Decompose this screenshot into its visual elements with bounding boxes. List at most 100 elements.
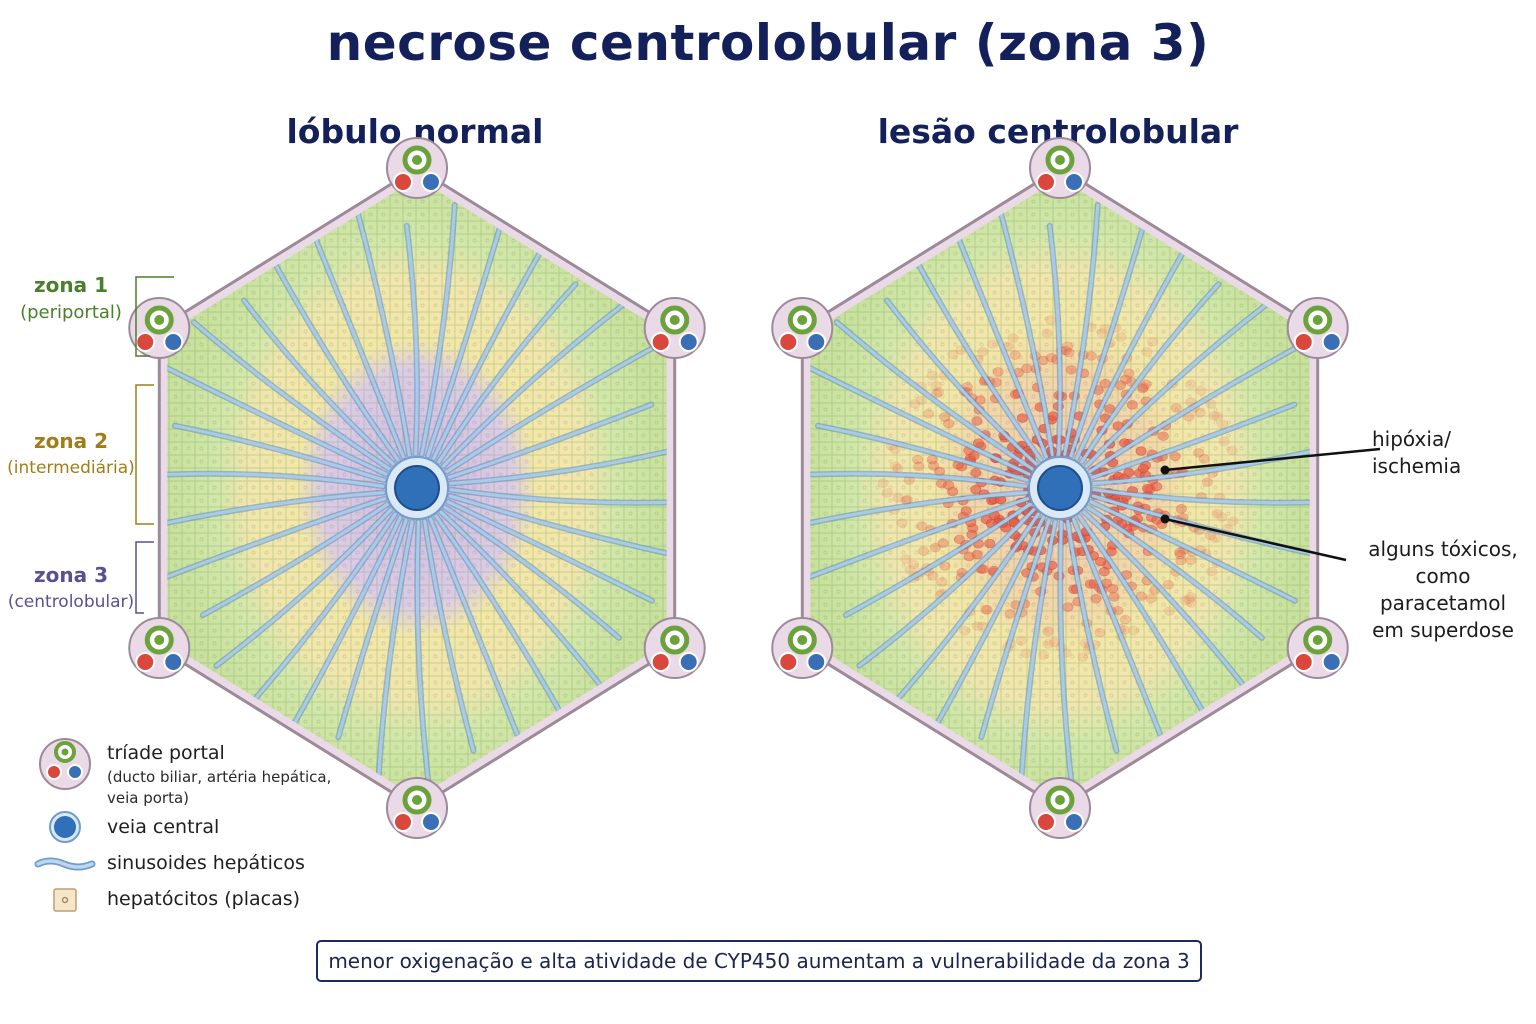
legend-hepatocytes-label: hepatócitos (placas): [107, 888, 301, 910]
legend-sinusoids-label: sinusoides hepáticos: [107, 852, 305, 874]
sinusoid-lumen: [167, 497, 387, 581]
hepatic-artery: [650, 332, 671, 352]
sinusoid-lumen: [1084, 299, 1273, 468]
sinusoid-lumen: [914, 258, 1043, 462]
necrotic-cell: [1137, 383, 1149, 394]
necrotic-cell: [1115, 332, 1127, 342]
necrotic-cell: [953, 534, 966, 545]
sinusoid-lumen: [999, 211, 1054, 457]
hepatic-artery: [1036, 812, 1056, 832]
necrotic-cell: [927, 460, 940, 471]
necrotic-cell: [1098, 566, 1110, 577]
necrotic-cell: [916, 521, 928, 531]
sinusoid-lumen: [810, 365, 1031, 476]
necrotic-cell: [1163, 606, 1176, 616]
legend-triad-detail-2: veia porta): [107, 789, 190, 807]
portal-vein: [1321, 652, 1342, 672]
sinusoid-lumen: [271, 258, 400, 462]
portal-triad: [1029, 137, 1091, 199]
necrotic-cell: [1137, 382, 1150, 392]
sinusoid-lumen: [167, 472, 385, 488]
necrotic-cell: [932, 387, 945, 397]
sinusoid-lumen: [1066, 519, 1118, 753]
hepatic-artery: [135, 332, 156, 352]
necrotic-cell: [1009, 350, 1021, 360]
sinusoid-lumen: [437, 282, 578, 464]
sinusoid-lumen: [423, 519, 475, 753]
sinusoid-lumen: [844, 502, 1032, 617]
necrotic-cell: [1162, 579, 1174, 590]
necrotic-cell: [1015, 635, 1027, 646]
necrotic-cell: [926, 370, 938, 381]
legend-triad-detail-1: (ducto biliar, artéria hepática,: [107, 768, 332, 786]
necrotic-cell: [1201, 477, 1214, 487]
necrotic-cell: [1020, 648, 1032, 659]
necrotic-cell: [1041, 328, 1053, 338]
necrotic-cell: [980, 604, 992, 615]
sinusoid-lumen: [377, 520, 414, 776]
necrotic-cell: [1137, 463, 1149, 474]
necrotic-cell: [1123, 368, 1135, 379]
normal-lobule: [128, 137, 706, 839]
necrotic-cell: [960, 506, 972, 516]
sinusoid-lumen: [816, 424, 1029, 482]
sinusoid-lumen: [439, 510, 610, 697]
necrotic-cell: [1065, 364, 1077, 375]
legend-central-vein-icon: [49, 811, 81, 843]
portal-vein: [163, 332, 184, 352]
hepatic-artery: [393, 812, 413, 832]
necrotic-cell: [939, 411, 951, 422]
necrotic-cell: [1179, 595, 1191, 606]
sinusoid-lumen: [214, 508, 393, 668]
portal-triad: [1286, 617, 1349, 679]
necrotic-cell: [963, 551, 975, 562]
necrotic-cell: [1108, 592, 1120, 602]
necrotic-cell: [1004, 608, 1016, 619]
sinusoid-lumen: [857, 508, 1036, 668]
portal-vein: [678, 652, 699, 672]
zone-2-label: zona 2 (intermediária): [0, 428, 142, 482]
sinusoid-lumen: [449, 449, 667, 485]
sinusoid-lumen: [879, 512, 1040, 721]
portal-triad: [771, 617, 834, 679]
portal-triad: [643, 617, 706, 679]
portal-vein: [1064, 172, 1084, 192]
sinusoid-lumen: [173, 424, 386, 482]
sinusoid-lumen: [201, 502, 389, 617]
necrotic-cell: [1216, 512, 1228, 522]
annotation-pointers: [1160, 447, 1381, 562]
legend-sinusoid-icon: [34, 857, 96, 871]
pointer-hypoxia: [1164, 447, 1381, 472]
necrotic-cell: [1183, 594, 1195, 604]
necrotic-cell: [943, 418, 955, 429]
necrotic-cell: [1062, 602, 1074, 612]
sinusoid-lumen: [1088, 344, 1301, 474]
necrotic-cell: [927, 571, 939, 581]
necrotic-cell: [1141, 347, 1153, 357]
zone-brackets: [135, 276, 174, 614]
necrotic-cell: [1016, 413, 1029, 423]
legend-icons: [34, 738, 96, 912]
annotation-line: como paracetamol: [1379, 564, 1507, 615]
sinusoid-lumen: [446, 500, 654, 603]
portal-vein: [678, 332, 699, 352]
annotation-line: em superdose: [1372, 618, 1514, 642]
necrotic-cell: [892, 492, 904, 503]
zone-3-label: zona 3 (centrolobular): [0, 562, 142, 616]
necrotic-cell: [1135, 446, 1147, 456]
necrotic-cell: [946, 486, 959, 497]
necrotic-cell: [913, 461, 925, 472]
portal-vein: [806, 652, 827, 672]
zone-name: zona 1: [34, 273, 108, 297]
lesion-lobule: [771, 137, 1349, 839]
portal-vein: [163, 652, 184, 672]
sinusoid-lumen: [1080, 282, 1221, 464]
hepatic-artery: [393, 172, 413, 192]
necrotic-cell: [930, 380, 942, 391]
portal-triad: [1286, 297, 1349, 359]
necrotic-cell: [971, 416, 983, 426]
bracket-zone-3: [135, 541, 154, 614]
portal-triad: [771, 297, 834, 359]
sinusoid-lumen: [1092, 488, 1310, 505]
necrotic-cell: [1170, 403, 1182, 413]
